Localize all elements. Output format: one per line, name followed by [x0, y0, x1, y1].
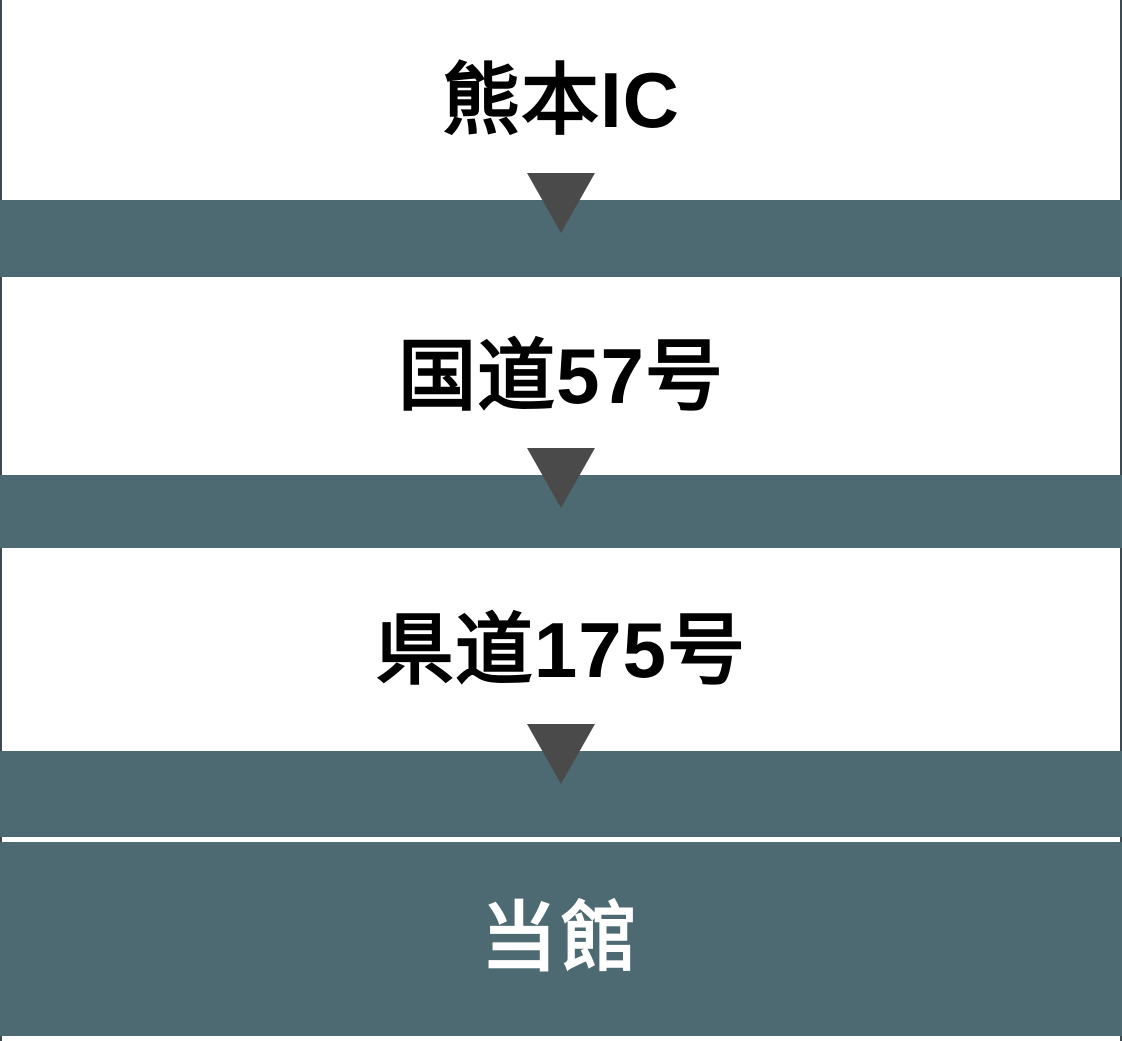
destination-label: 当館: [481, 896, 641, 981]
step-label-kumamoto-ic: 熊本IC: [441, 56, 680, 144]
down-arrow-icon: [527, 173, 595, 233]
step-prefroad-175: 県道175号: [0, 548, 1122, 751]
step-route-57: 国道57号: [0, 277, 1122, 475]
down-arrow-icon: [527, 448, 595, 508]
step-label-prefroad-175: 県道175号: [375, 605, 747, 694]
down-arrow-icon: [527, 724, 595, 784]
step-label-route-57: 国道57号: [398, 332, 724, 420]
destination-box: 当館: [0, 842, 1122, 1036]
step-kumamoto-ic: 熊本IC: [0, 0, 1122, 200]
